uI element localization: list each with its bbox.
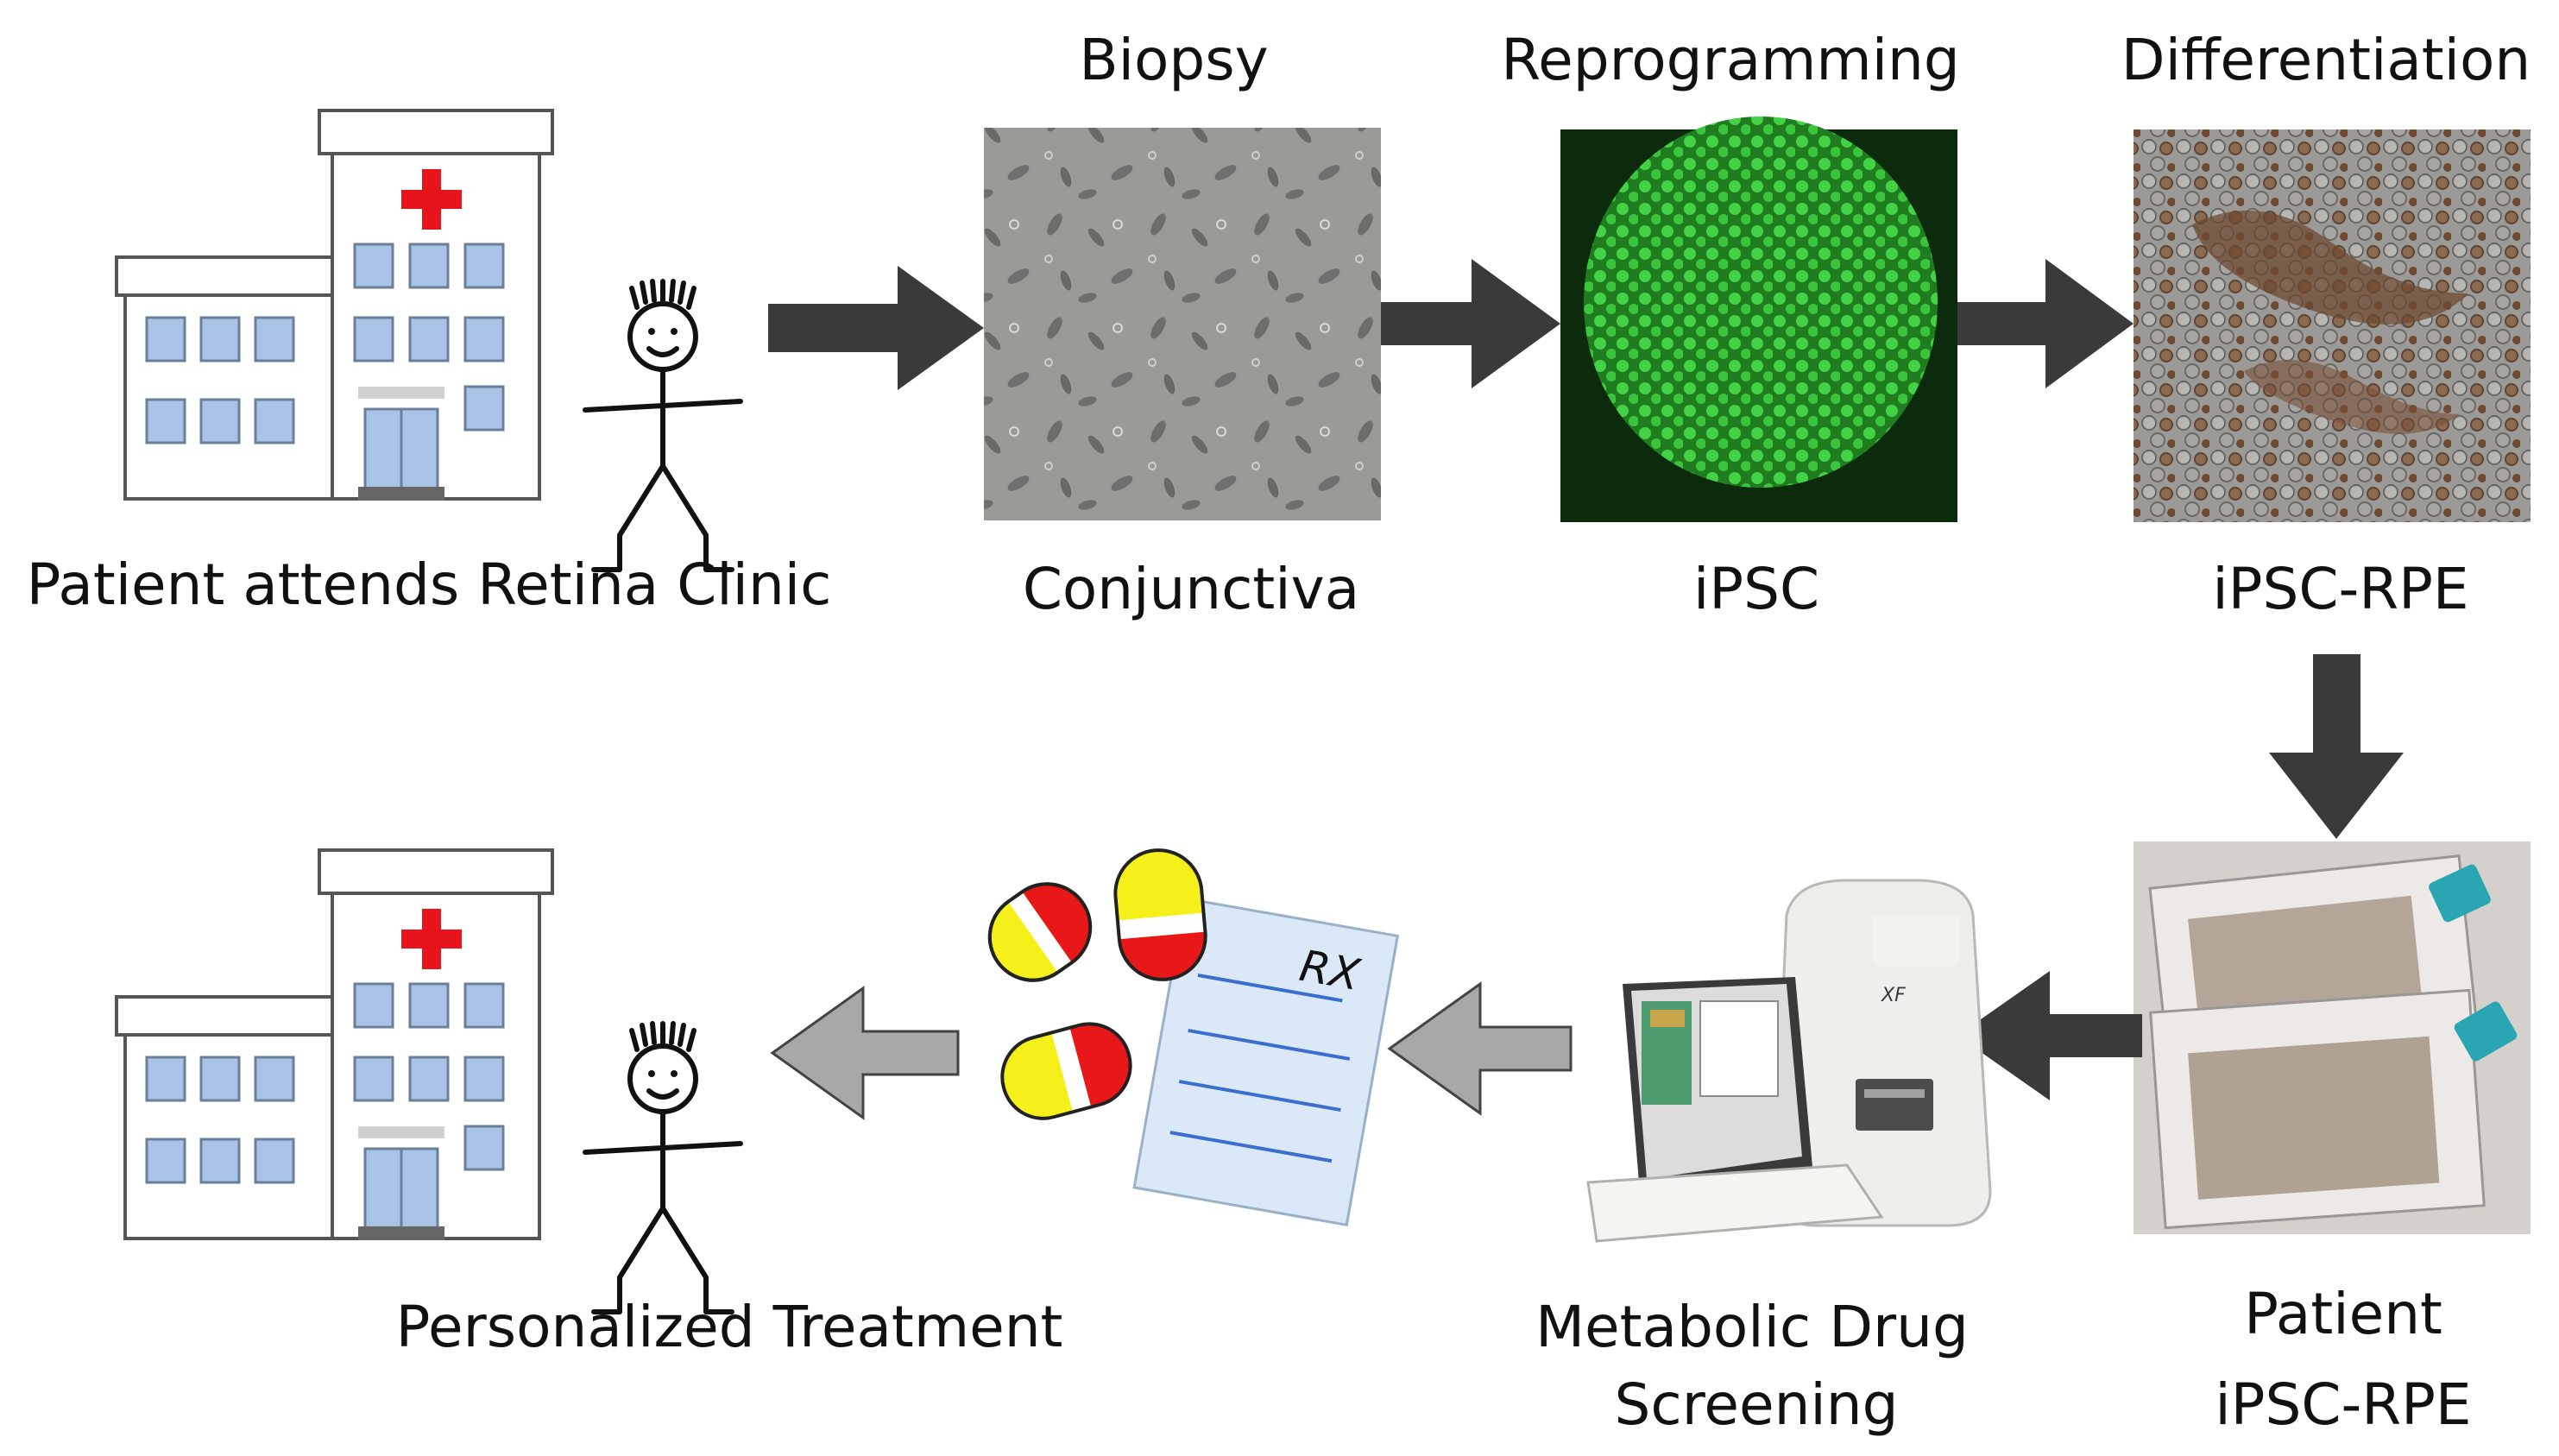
metabolic-analyzer-image: XF	[1586, 879, 1992, 1243]
device-brand-text: XF	[1881, 985, 1906, 1006]
arrow-clinic-to-biopsy	[768, 266, 984, 390]
arrow-biopsy-to-ipsc	[1381, 259, 1560, 388]
hospital-icon	[115, 848, 554, 1242]
ipsc-rpe-image	[2134, 129, 2531, 522]
ipsc-rpe-label: iPSC-RPE	[2212, 556, 2468, 622]
personalized-treatment-label: Personalized Treatment	[396, 1294, 1063, 1360]
pill-icon	[1113, 848, 1207, 981]
rx-text: RX	[1296, 941, 1365, 1000]
patient-label-line2: iPSC-RPE	[2215, 1371, 2471, 1438]
ipsc-image	[1560, 117, 1957, 522]
prescription-sheet: RX	[1132, 897, 1400, 1227]
conjunctiva-label: Conjunctiva	[1023, 556, 1359, 622]
patient-label-line1: Patient	[2244, 1281, 2442, 1347]
pill-icon	[987, 882, 1093, 982]
patient-figure-icon	[585, 281, 741, 570]
hospital-icon	[115, 109, 554, 502]
metabolic-label-line1: Metabolic Drug	[1535, 1294, 1969, 1360]
arrow-rpe-to-screening	[1957, 971, 2142, 1100]
patient-figure-icon	[585, 1024, 741, 1312]
arrow-ipsc-to-rpe	[1957, 259, 2134, 388]
metabolic-label-line2: Screening	[1615, 1371, 1899, 1438]
arrow-prescription-to-treatment	[770, 986, 960, 1120]
arrow-rpe-down	[2269, 654, 2404, 839]
reprogramming-label: Reprogramming	[1501, 27, 1960, 93]
arrow-screening-to-prescription	[1387, 981, 1573, 1116]
differentiation-label: Differentiation	[2121, 27, 2531, 93]
biopsy-label: Biopsy	[1079, 27, 1268, 93]
conjunctiva-image	[984, 128, 1381, 520]
ipsc-label: iPSC	[1693, 556, 1819, 622]
pill-icon	[1000, 1022, 1132, 1120]
patient-clinic-label: Patient attends Retina Clinic	[27, 552, 832, 618]
patient-flasks-image	[2134, 841, 2531, 1234]
